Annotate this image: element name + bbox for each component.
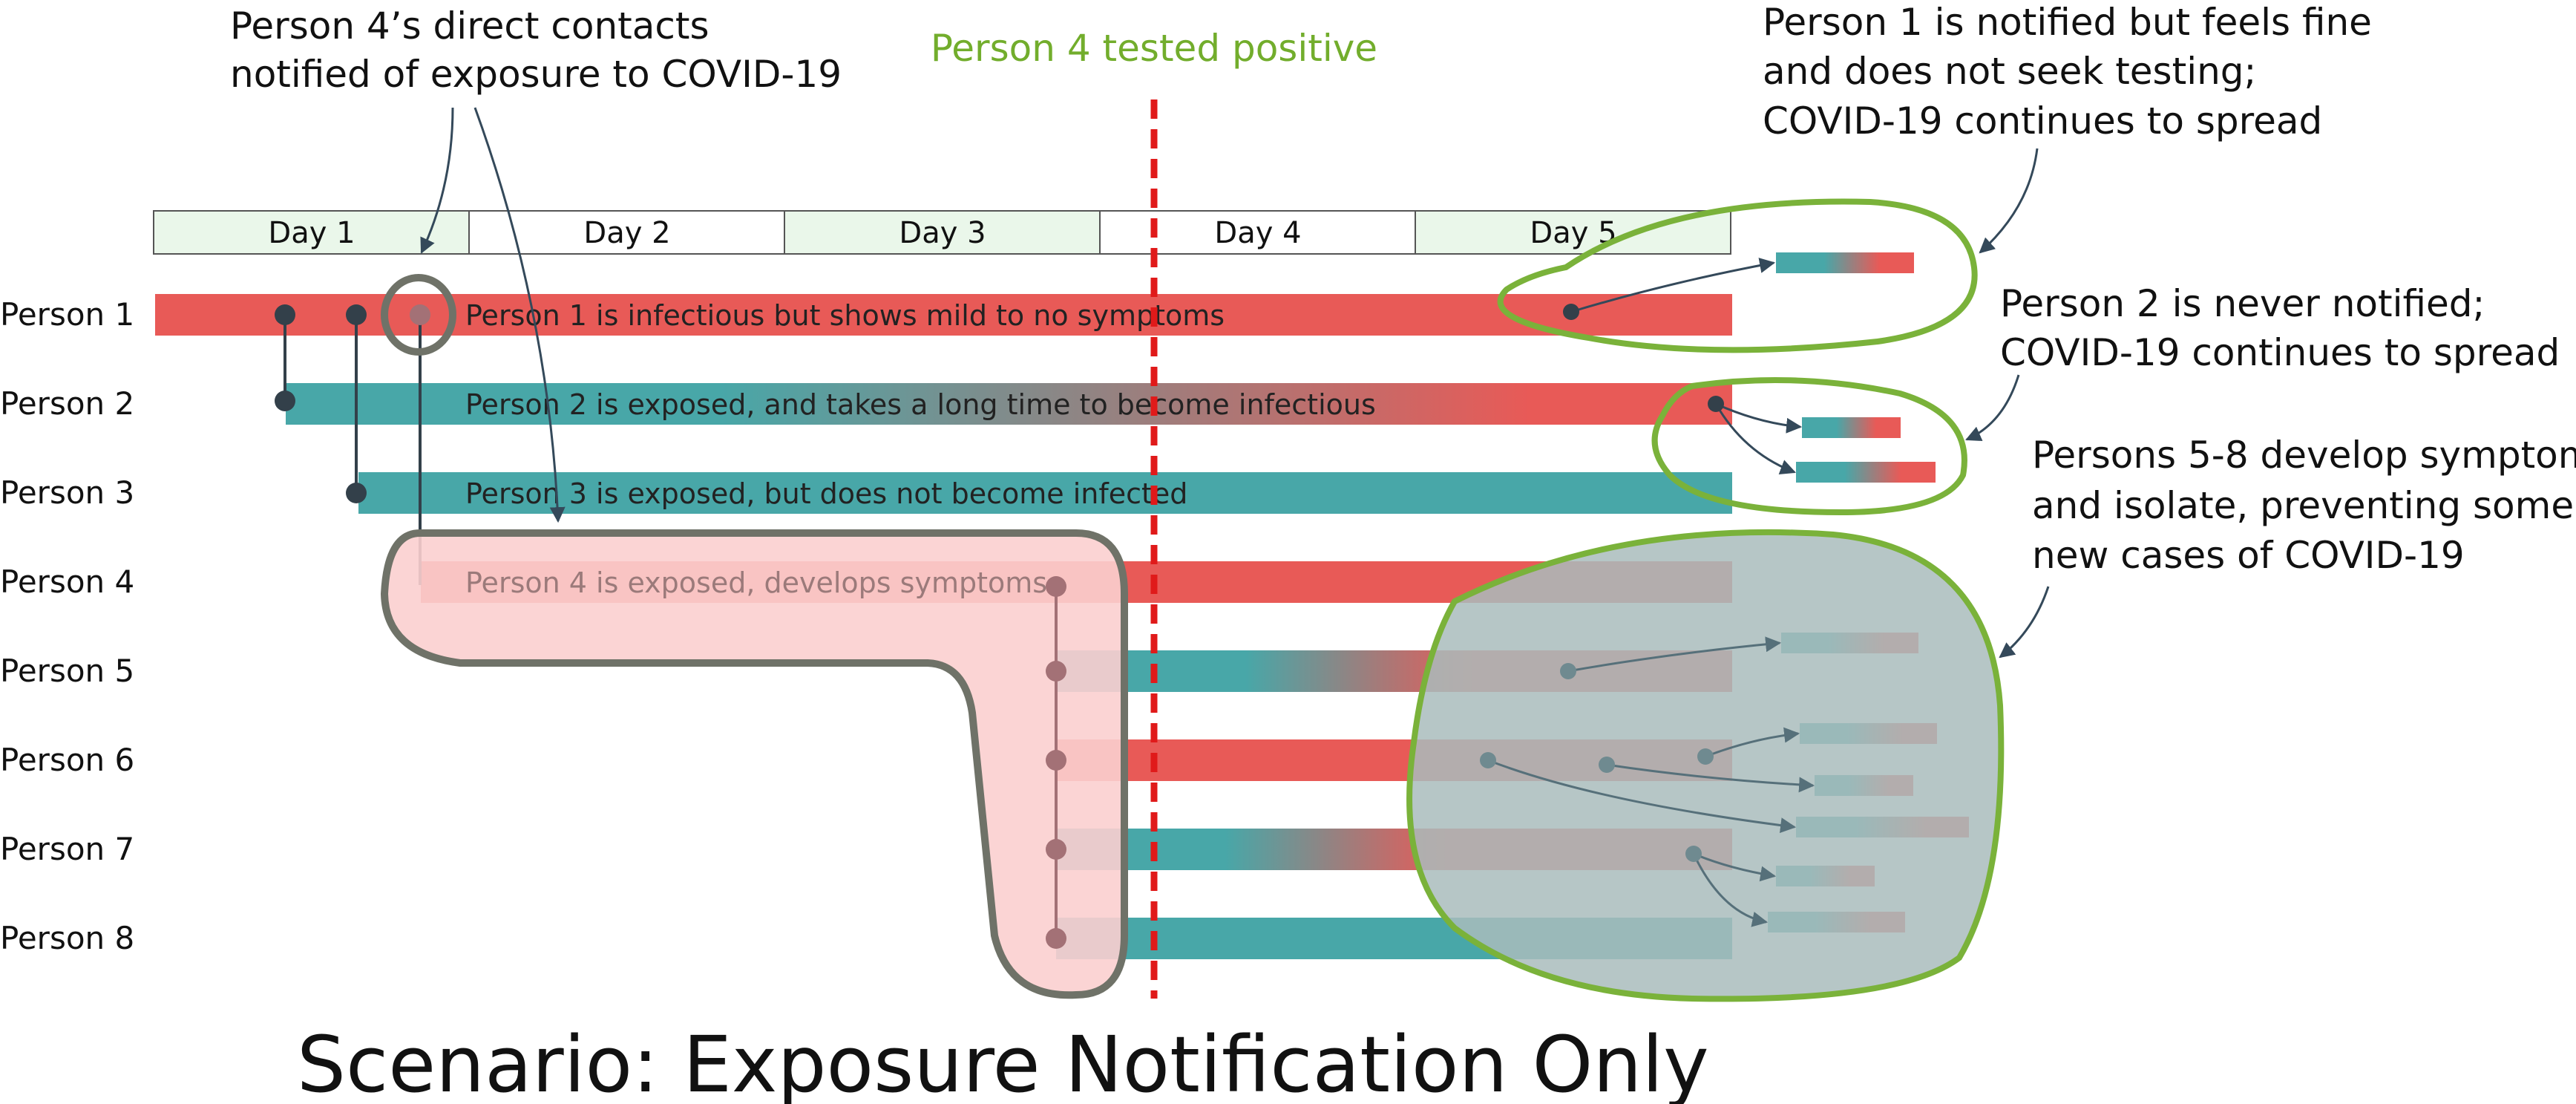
person-2-spread-callout: [1651, 377, 1967, 516]
person-2-bar: [286, 383, 1732, 425]
person-8-label: Person 8: [0, 920, 134, 956]
person-6-label: Person 6: [0, 742, 134, 778]
person-4-bar-text: Person 4 is exposed, develops symptoms: [465, 566, 1047, 599]
person-2-note-line-2: COVID-19 continues to spread: [2000, 331, 2560, 374]
day-4-label: Day 4: [1214, 216, 1301, 250]
contact-dot: [1046, 839, 1066, 860]
p2-downstream-bar-2: [1796, 462, 1936, 483]
contact-dot: [1708, 396, 1724, 412]
contact-dot: [275, 304, 295, 325]
person-2-bar-text: Person 2 is exposed, and takes a long ti…: [465, 388, 1376, 421]
contact-dot: [1046, 661, 1066, 682]
notified-contacts-region: [380, 529, 1128, 999]
contact-dot: [1046, 750, 1066, 771]
person-1-callout-outline: [1497, 198, 1978, 353]
contact-dot: [1046, 928, 1066, 949]
day-header: Day 1 Day 2 Day 3 Day 4 Day 5: [153, 210, 1731, 255]
contact-dot: [410, 304, 430, 325]
persons-5-8-note-line-1: Persons 5-8 develop symptoms: [2032, 434, 2576, 477]
isolation-region: [1406, 529, 2005, 1002]
person-1-note-line-3: COVID-19 continues to spread: [1763, 99, 2322, 143]
day-1-cell: [153, 210, 470, 255]
person-4-connectors: [1046, 576, 1066, 949]
p1-downstream-bar: [1776, 252, 1914, 273]
person-2-callout-outline: [1651, 377, 1967, 516]
p2-downstream-bar-1: [1802, 417, 1901, 438]
person-1-bar-text: Person 1 is infectious but shows mild to…: [465, 299, 1225, 332]
person-3-bar-text: Person 3 is exposed, but does not become…: [465, 477, 1187, 510]
person-1-spread-callout: [1497, 198, 1978, 353]
isolated-spread-arrows: [1480, 636, 1815, 927]
person-7-label: Person 7: [0, 831, 134, 867]
day-1-label: Day 1: [268, 216, 355, 250]
persons-5-8-note-line-2: and isolate, preventing some: [2032, 484, 2574, 527]
person-1-note-line-1: Person 1 is notified but feels fine: [1763, 1, 2372, 44]
scenario-title: Scenario: Exposure Notification Only: [297, 1019, 1709, 1104]
contacts-notified-line-1: Person 4’s direct contacts: [230, 4, 709, 48]
contact-dot: [1563, 304, 1579, 320]
day-2-label: Day 2: [583, 216, 670, 250]
person-labels: Person 1 Person 2 Person 3 Person 4 Pers…: [0, 296, 134, 956]
contact-dot: [346, 483, 367, 503]
person-3-label: Person 3: [0, 474, 134, 511]
person-5-label: Person 5: [0, 653, 134, 689]
contact-dot: [346, 304, 367, 325]
person-2-annotation: Person 2 is never notified; COVID-19 con…: [1965, 282, 2560, 441]
person-1-note-line-2: and does not seek testing;: [1763, 50, 2256, 93]
contact-dot: [1046, 576, 1066, 597]
person-1-annotation: Person 1 is notified but feels fine and …: [1763, 1, 2372, 254]
persons-5-8-note-line-3: new cases of COVID-19: [2032, 534, 2465, 577]
contact-dot: [275, 391, 295, 411]
person-4-label: Person 4: [0, 564, 134, 600]
day-3-label: Day 3: [899, 216, 986, 250]
person-3-bar: [358, 472, 1732, 514]
day-2-cell: [468, 210, 785, 255]
person-4-contact-highlight: [381, 274, 456, 356]
day-3-cell: [784, 210, 1101, 255]
contacts-notified-annotation: Person 4’s direct contacts notified of e…: [230, 4, 842, 523]
persons-5-8-annotation: Persons 5-8 develop symptoms and isolate…: [1999, 434, 2576, 659]
person-2-label: Person 2: [0, 385, 134, 422]
contacts-notified-line-2: notified of exposure to COVID-19: [230, 53, 842, 96]
tested-positive-label: Person 4 tested positive: [931, 27, 1377, 70]
person-2-note-line-1: Person 2 is never notified;: [2000, 282, 2485, 325]
person-1-label: Person 1: [0, 296, 134, 333]
